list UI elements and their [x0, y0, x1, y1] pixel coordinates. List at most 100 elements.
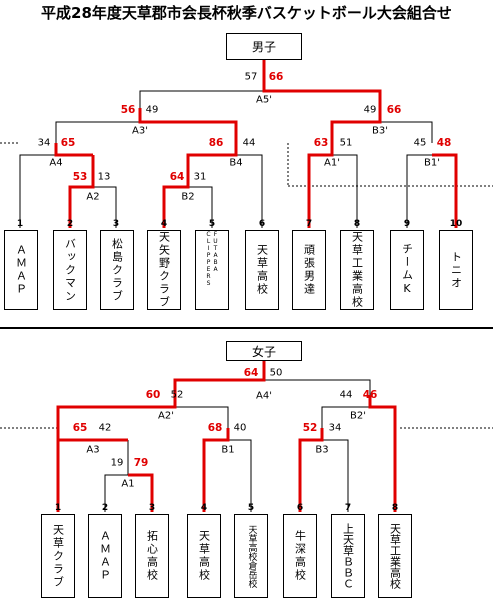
women-b2-win	[368, 395, 397, 512]
score: 19	[110, 457, 124, 469]
team-name: 頑張男達	[302, 244, 316, 296]
score: 31	[193, 171, 207, 183]
score: 60	[145, 389, 161, 401]
round-label: B3'	[372, 125, 388, 137]
men-team-no: 2	[66, 219, 74, 229]
men-b2-right	[188, 186, 213, 228]
score: 34	[37, 137, 51, 149]
women-team-no: 1	[54, 503, 62, 513]
men-team-box: トニオ	[439, 230, 473, 310]
score: 50	[269, 367, 283, 379]
women-b1-right	[228, 439, 252, 512]
women-a1-left	[104, 474, 128, 512]
men-team-no: 9	[403, 219, 411, 229]
men-a2-right	[93, 186, 117, 228]
women-a2-right	[175, 406, 229, 428]
women-team-box: 天草工業高校	[378, 514, 412, 598]
men-team-no: 6	[258, 219, 266, 229]
score: 44	[242, 137, 256, 149]
page-title: 平成28年度天草郡市会長杯秋季バスケットボール大会組合せ	[41, 4, 452, 22]
men-team-no: 8	[353, 219, 361, 229]
score: 49	[363, 104, 377, 116]
score: 65	[72, 422, 88, 434]
round-label: A2'	[158, 410, 174, 422]
round-label: B2'	[350, 410, 366, 422]
men-b1-win	[432, 153, 458, 228]
men-team-no: 10	[449, 219, 463, 229]
women-team-no: 7	[344, 503, 352, 513]
men-team-no: 1	[16, 219, 24, 229]
score: 68	[207, 422, 223, 434]
team-name: 上天草ＢＢＣ	[341, 523, 355, 589]
women-final-right	[264, 379, 371, 395]
score: 53	[72, 171, 88, 183]
men-b3-win	[330, 108, 382, 143]
score: 13	[97, 171, 111, 183]
men-a4-left	[19, 154, 56, 228]
women-a1-win	[128, 473, 154, 512]
team-name: 天草高校倉岳校	[246, 524, 257, 588]
men-b4-right	[236, 154, 263, 228]
score: 40	[233, 422, 247, 434]
men-b1-left	[406, 154, 432, 228]
team-name: ＡＭＡＰ	[14, 244, 28, 296]
women-team-no: 3	[148, 503, 156, 513]
score: 52	[302, 422, 318, 434]
women-team-box: 天草高校	[187, 514, 221, 598]
men-a2-win	[68, 155, 95, 228]
men-team-box: チームK	[390, 230, 424, 310]
score: 46	[362, 389, 378, 401]
team-name: 拓心高校	[145, 530, 159, 582]
score: 63	[313, 137, 329, 149]
score: 66	[386, 104, 402, 116]
women-header: 女子	[226, 341, 302, 361]
score: 42	[98, 422, 112, 434]
score: 65	[60, 137, 76, 149]
score: 57	[244, 71, 258, 83]
score: 45	[413, 137, 427, 149]
team-name: 天草工業高校	[350, 231, 364, 309]
women-team-no: 5	[247, 503, 255, 513]
team-name: バックマン	[63, 237, 77, 303]
score: 64	[169, 171, 185, 183]
team-name: 松島クラブ	[110, 237, 124, 303]
score: 51	[339, 137, 353, 149]
round-label: A5'	[256, 94, 272, 106]
men-header: 男子	[226, 33, 302, 60]
round-label: A4'	[256, 390, 272, 402]
team-name: トニオ	[449, 250, 463, 290]
score: 44	[339, 389, 353, 401]
women-a2-win	[56, 395, 177, 428]
women-team-box: 拓心高校	[135, 514, 169, 598]
round-label: B3	[315, 444, 329, 456]
women-team-box: 上天草ＢＢＣ	[331, 514, 365, 598]
team-name: 天草工業高校	[388, 523, 402, 589]
round-label: A1'	[324, 157, 340, 169]
women-team-no: 8	[391, 503, 399, 513]
men-team-no: 3	[112, 219, 120, 229]
round-label: A3	[86, 444, 100, 456]
men-team-box: 天草高校	[245, 230, 279, 310]
women-b3-right	[322, 439, 349, 512]
women-final-win	[173, 360, 266, 395]
men-a1-win	[307, 143, 334, 228]
team-name: チームK	[400, 243, 414, 297]
score: 34	[328, 422, 342, 434]
team-name: ＡＭＡＰ	[98, 530, 112, 582]
women-team-box: 牛深高校	[283, 514, 317, 598]
score: 48	[436, 137, 452, 149]
team-name: 天草高校	[255, 244, 269, 296]
round-label: A2	[86, 191, 100, 203]
men-team-box: FUTABA CLIPPERS	[195, 230, 229, 310]
women-team-no: 6	[296, 503, 304, 513]
men-team-no: 4	[160, 219, 168, 229]
men-team-no: 7	[305, 219, 313, 229]
men-team-no: 5	[208, 219, 216, 229]
round-label: B2	[181, 191, 195, 203]
men-a4-win	[54, 143, 93, 157]
women-b1-win	[202, 428, 230, 512]
women-team-box: ＡＭＡＰ	[88, 514, 122, 598]
men-final-left	[139, 90, 264, 108]
women-team-no: 4	[200, 503, 208, 513]
men-team-box: ＡＭＡＰ	[4, 230, 38, 310]
